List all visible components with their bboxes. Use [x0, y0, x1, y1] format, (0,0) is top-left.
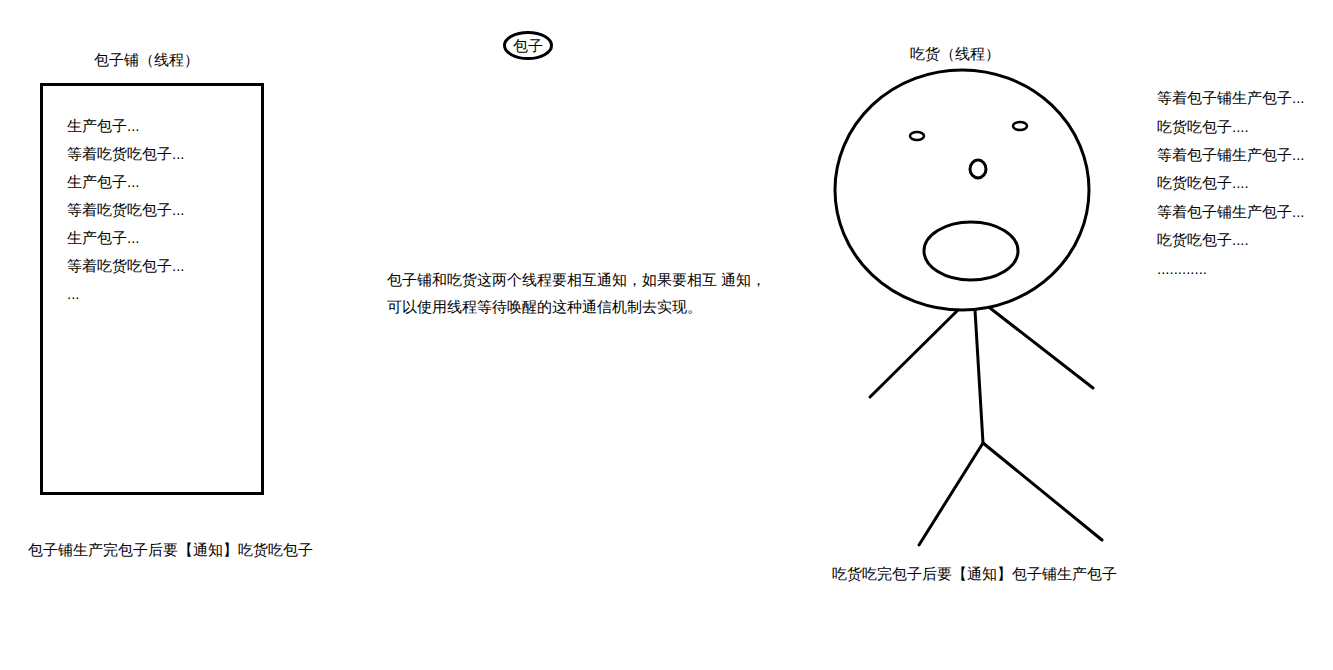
leg-line [983, 443, 1102, 540]
note-text: ............ [1157, 255, 1207, 282]
note-text: 吃货吃完包子后要【通知】包子铺生产包子 [832, 560, 1117, 587]
eye [910, 132, 924, 140]
note-text: 吃货（线程） [910, 40, 1000, 67]
head-circle [835, 70, 1089, 310]
node-label: 包子 [513, 36, 543, 56]
note-text: 包子铺生产完包子后要【通知】吃货吃包子 [28, 536, 313, 563]
eye [1013, 122, 1027, 130]
note-text: 等着包子铺生产包子... [1157, 198, 1305, 225]
box-heading: 包子铺（线程） [94, 50, 199, 70]
note-text: 包子铺和吃货这两个线程要相互通知，如果要相互 通知，可以使用线程等待唤醒的这种通… [387, 266, 787, 320]
step-text: 生产包子... [67, 168, 253, 196]
note-text: 吃货吃包子.... [1157, 169, 1249, 196]
thread-box: 包子铺（线程）生产包子...等着吃货吃包子...生产包子...等着吃货吃包子..… [40, 83, 264, 495]
ellipse-node: 包子 [503, 31, 553, 60]
nose [970, 160, 986, 178]
step-text: 生产包子... [67, 224, 253, 252]
ellipse-shape [505, 33, 552, 59]
step-text: 等着吃货吃包子... [67, 196, 253, 224]
body-line [975, 310, 983, 443]
leg-line [919, 443, 983, 545]
note-text: 等着包子铺生产包子... [1157, 84, 1305, 111]
note-text: 吃货吃包子.... [1157, 226, 1249, 253]
step-text: 生产包子... [67, 112, 253, 140]
arm-line [990, 308, 1093, 388]
step-text: 等着吃货吃包子... [67, 252, 253, 280]
note-text: 吃货吃包子.... [1157, 113, 1249, 140]
note-text: 等着包子铺生产包子... [1157, 141, 1305, 168]
step-text: 等着吃货吃包子... [67, 140, 253, 168]
arm-line [870, 310, 958, 397]
mouth [924, 222, 1018, 280]
step-text: ... [67, 280, 253, 308]
